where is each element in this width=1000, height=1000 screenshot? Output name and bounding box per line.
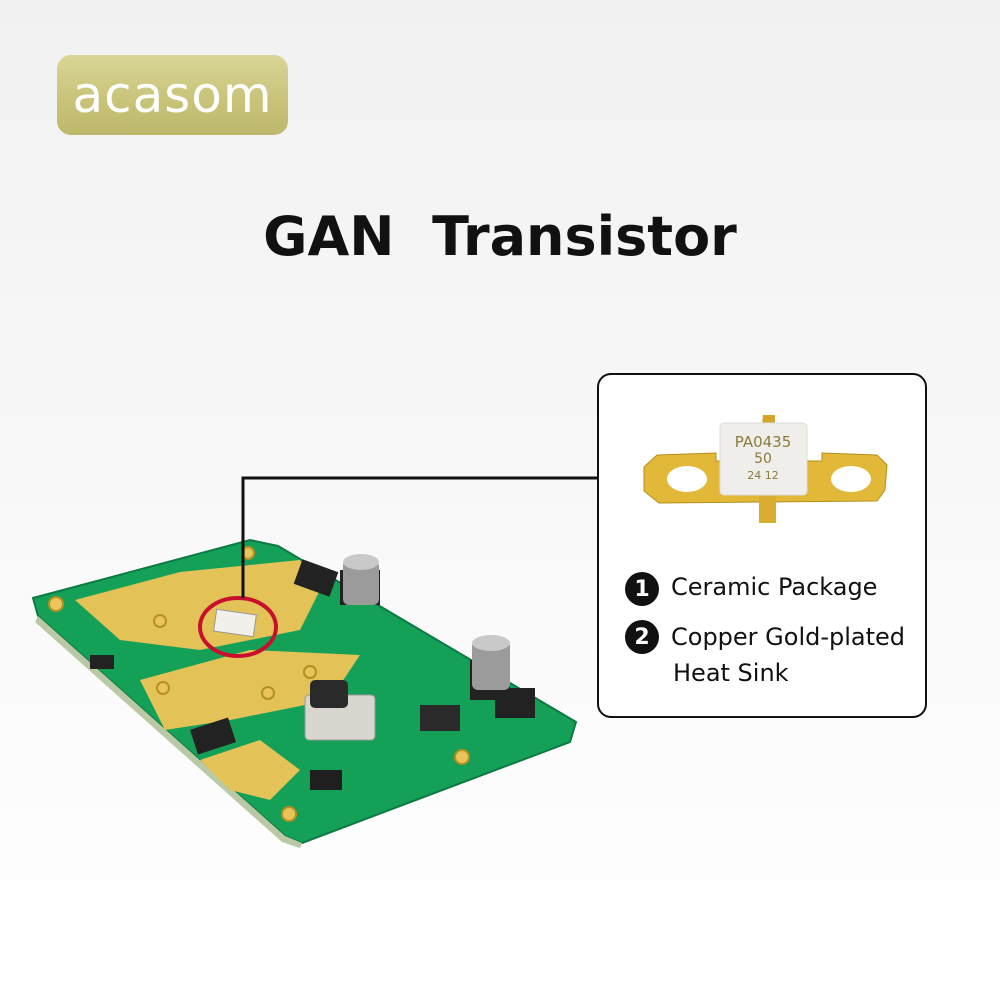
feature-item: 1 Ceramic Package <box>625 572 877 606</box>
electrolytic-capacitor <box>340 554 380 605</box>
gold-trace-area <box>200 740 300 800</box>
transistor-package-image: PA0435 50 24 12 <box>643 415 888 523</box>
ic-chip <box>293 559 339 597</box>
callout-box: PA0435 50 24 12 1 Ceramic Package 2 Copp… <box>597 373 927 718</box>
gan-transistor-on-board <box>213 608 257 638</box>
feature-label-continued: Heat Sink <box>673 659 789 687</box>
feature-label: Copper Gold-plated <box>671 623 906 651</box>
pcb-board-edge <box>35 616 302 848</box>
inductor <box>310 680 348 708</box>
ic-chip <box>90 655 114 669</box>
feature-item: 2 Copper Gold-plated Heat Sink <box>625 620 905 691</box>
gold-trace-area <box>75 560 320 650</box>
mounting-slot <box>667 466 707 492</box>
ceramic-package <box>719 422 808 496</box>
package-lead-bottom <box>759 493 776 523</box>
mounting-slot <box>831 466 871 492</box>
number-badge: 2 <box>625 620 659 654</box>
number-badge: 1 <box>625 572 659 606</box>
ic-chip <box>189 717 237 755</box>
brand-logo: acasom <box>57 55 288 135</box>
ic-chip <box>310 770 342 790</box>
electrolytic-capacitor <box>470 635 510 700</box>
mounting-holes <box>48 546 470 822</box>
package-marking-line1: PA0435 <box>735 433 792 451</box>
page-title: GAN Transistor <box>263 205 737 268</box>
highlight-circle <box>198 596 278 658</box>
callout-connector-line <box>241 476 598 598</box>
package-marking-line3: 24 12 <box>747 469 779 482</box>
ic-chip <box>420 705 460 731</box>
brand-logo-text: acasom <box>72 66 273 124</box>
package-marking-line2: 50 <box>754 451 772 467</box>
feature-label: Ceramic Package <box>671 573 878 601</box>
